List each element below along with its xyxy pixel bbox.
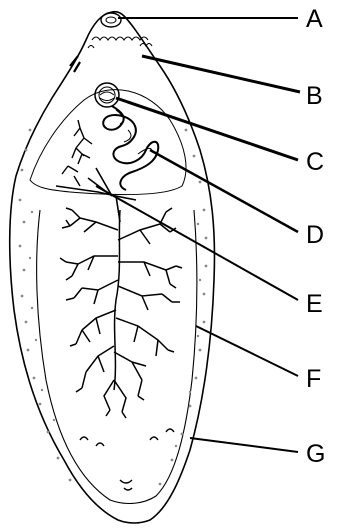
ventral-sucker [95, 83, 119, 107]
label-c: C [306, 148, 324, 176]
ovary-branches [62, 120, 92, 186]
vitellaria-stipple [19, 129, 208, 486]
label-b: B [306, 82, 323, 110]
ventral-sucker-zone-outline [30, 90, 186, 195]
pointer-line-f [196, 326, 298, 376]
pointer-line-d [150, 150, 298, 232]
left-anterior-mark [70, 56, 80, 72]
pointer-line-g [190, 438, 298, 452]
label-f: F [306, 365, 321, 393]
label-a: A [306, 5, 323, 33]
posterior-vitelline-marks [80, 429, 174, 490]
oral-sucker [101, 13, 121, 27]
label-d: D [306, 221, 324, 249]
testes-branches [60, 208, 182, 418]
tegument-spines [88, 37, 152, 48]
pointer-lines [96, 18, 300, 452]
label-e: E [306, 290, 323, 318]
label-g: G [306, 440, 325, 468]
